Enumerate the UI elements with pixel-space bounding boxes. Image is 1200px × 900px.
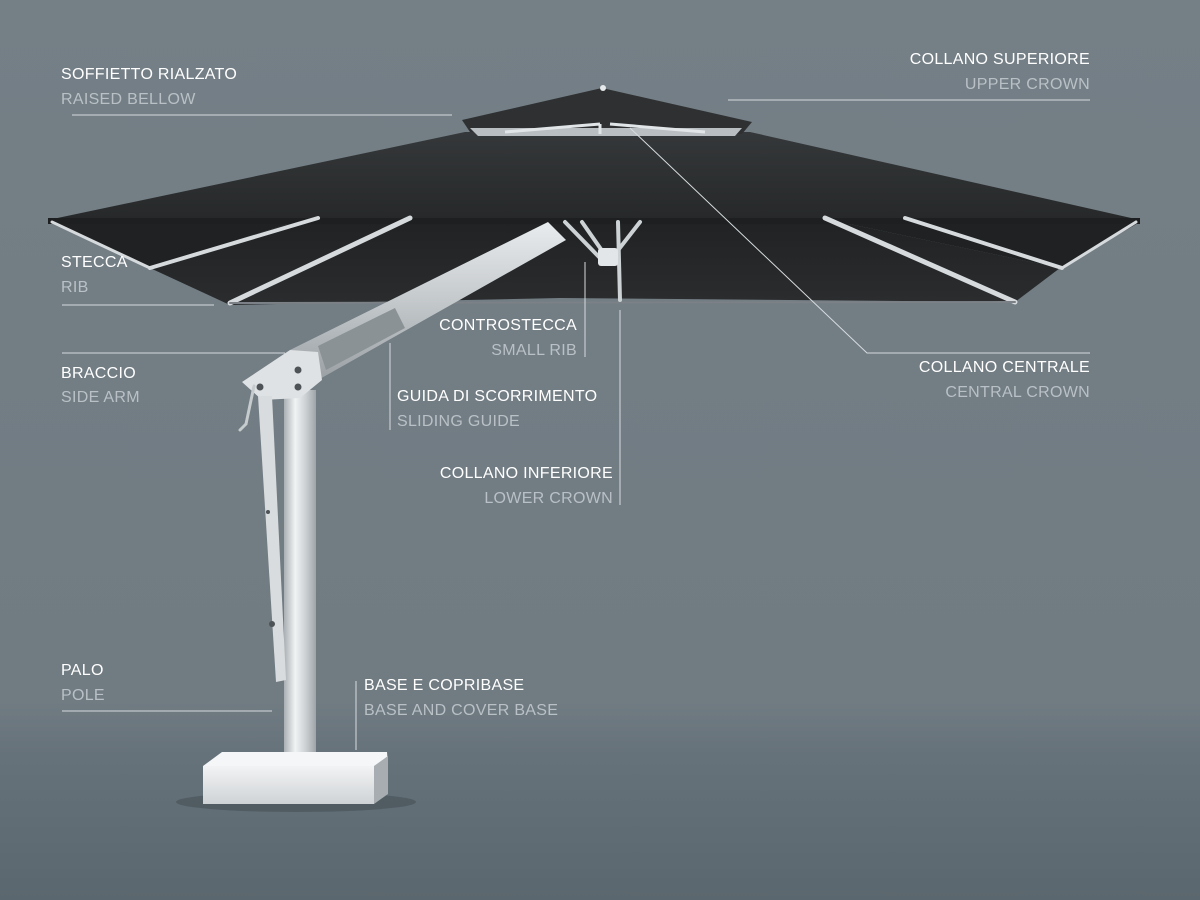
label-base-en: BASE AND COVER BASE	[364, 702, 559, 719]
label-small-rib-en: SMALL RIB	[491, 342, 577, 359]
lower-crown-hub	[598, 248, 618, 266]
label-lower-crown-en: LOWER CROWN	[484, 490, 613, 507]
crank-handle	[238, 384, 256, 432]
label-pole-it: PALO	[61, 662, 104, 679]
main-canopy-front-edge	[48, 218, 1140, 224]
label-rib-it: STECCA	[61, 254, 128, 271]
label-raised-bellow-en: RAISED BELLOW	[61, 91, 196, 108]
label-central-crown-en: CENTRAL CROWN	[945, 384, 1090, 401]
label-pole-en: POLE	[61, 687, 105, 704]
ribs	[50, 215, 1138, 306]
label-rib-en: RIB	[61, 279, 89, 296]
label-small-rib-it: CONTROSTECCA	[439, 317, 577, 334]
label-base-it: BASE E COPRIBASE	[364, 677, 525, 694]
label-sliding-guide-en: SLIDING GUIDE	[397, 413, 521, 430]
label-upper-crown-it: COLLANO SUPERIORE	[909, 51, 1090, 68]
raised-bellow	[462, 88, 752, 134]
label-upper-crown-en: UPPER CROWN	[964, 76, 1090, 93]
label-lower-crown-it: COLLANO INFERIORE	[439, 465, 613, 482]
label-side-arm-en: SIDE ARM	[61, 389, 140, 406]
base	[203, 752, 388, 804]
leader-lines	[62, 99, 1090, 750]
main-canopy	[48, 132, 1140, 220]
support-strut	[258, 396, 286, 682]
label-central-crown-it: COLLANO CENTRALE	[918, 359, 1090, 376]
side-arm-slide	[318, 308, 405, 370]
label-sliding-guide-it: GUIDA DI SCORRIMENTO	[397, 388, 598, 405]
top-finial	[600, 85, 606, 91]
canopy-underside	[48, 220, 1140, 305]
label-raised-bellow-it: SOFFIETTO RIALZATO	[61, 66, 238, 83]
label-side-arm-it: BRACCIO	[61, 365, 136, 382]
bellow-supports	[504, 122, 706, 134]
pole	[284, 390, 316, 768]
